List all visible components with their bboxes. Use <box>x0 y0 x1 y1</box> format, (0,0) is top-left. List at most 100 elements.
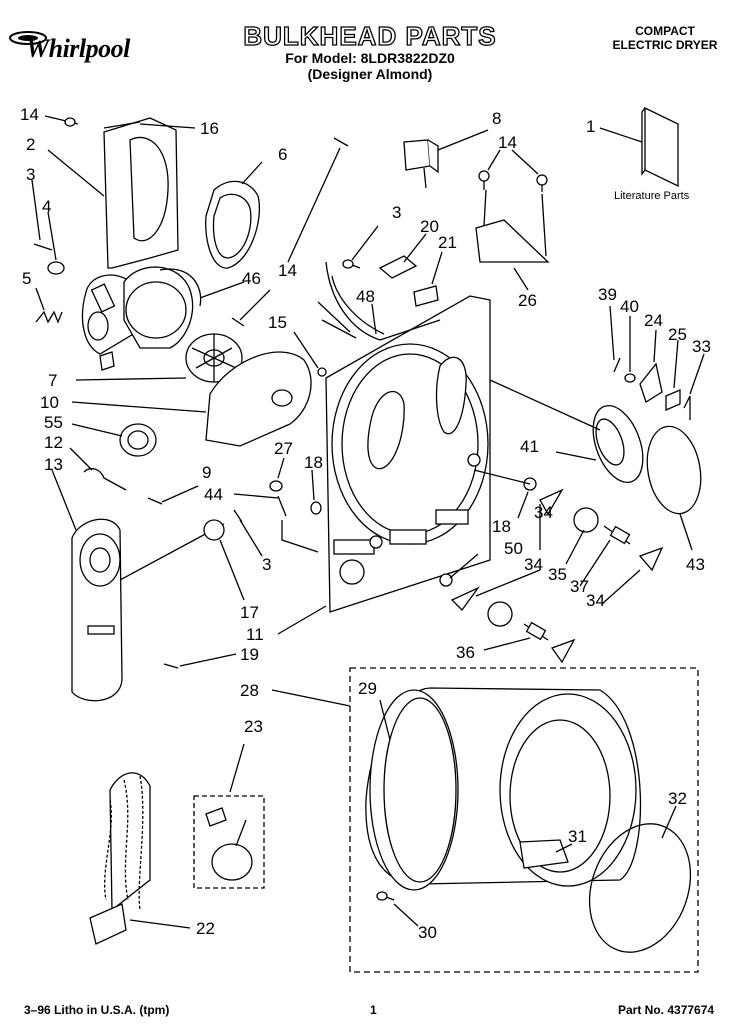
callout-33: 33 <box>692 337 711 356</box>
callout-14-right: 14 <box>498 133 517 152</box>
callout-31: 31 <box>568 827 587 846</box>
latch-25 <box>665 389 681 411</box>
leader-21 <box>431 251 443 285</box>
leader-22 <box>129 919 191 929</box>
callout-22: 22 <box>196 919 215 938</box>
leader-37 <box>579 539 611 587</box>
leader-14b <box>287 147 341 263</box>
leader-3c <box>351 225 379 261</box>
leader-34b <box>601 569 641 605</box>
callout-26: 26 <box>518 291 537 310</box>
bracket-34b <box>638 546 664 572</box>
clamp-23 <box>211 843 253 881</box>
blower-cover-10 <box>205 351 312 447</box>
leader-20 <box>403 233 427 263</box>
product-line-2: ELECTRIC DRYER <box>612 38 718 52</box>
color-line: (Designer Almond) <box>307 66 433 82</box>
callout-34-c: 34 <box>534 503 553 522</box>
product-line-1: COMPACT <box>635 24 695 38</box>
leader-3a <box>31 179 41 241</box>
leader-35 <box>565 529 585 565</box>
thermal-21 <box>413 285 439 307</box>
kit-box-23 <box>193 795 265 889</box>
baffle-31 <box>519 839 569 869</box>
leader-28 <box>271 689 351 707</box>
callout-18-left: 18 <box>304 453 323 472</box>
callout-9: 9 <box>202 463 212 482</box>
leader-15 <box>293 331 319 369</box>
duct-stub <box>99 351 115 371</box>
leader-3b <box>239 519 263 557</box>
callout-43: 43 <box>686 555 705 574</box>
callout-13: 13 <box>44 455 63 474</box>
callout-34-a: 34 <box>524 555 543 574</box>
leader-18b <box>517 491 529 519</box>
roller-36 <box>487 601 513 627</box>
rear-bracket-opening <box>129 136 169 242</box>
nut-27 <box>269 480 283 492</box>
callout-5: 5 <box>22 269 32 288</box>
harness-22 <box>109 772 151 912</box>
callout-29: 29 <box>358 679 377 698</box>
callout-15: 15 <box>268 313 287 332</box>
latch-24 <box>639 362 663 403</box>
roller-35 <box>573 507 599 533</box>
callout-4: 4 <box>42 197 52 216</box>
leader-27 <box>277 457 285 479</box>
whirlpool-logo: Whirlpool <box>8 22 148 72</box>
harness-48 <box>317 261 441 341</box>
callout-46: 46 <box>242 269 261 288</box>
thermostat-8 <box>403 139 431 171</box>
logo-swirl-icon <box>9 31 47 45</box>
fuse-20 <box>378 255 418 279</box>
callout-11: 11 <box>246 625 264 644</box>
spring-5 <box>35 310 63 324</box>
leader-26 <box>513 267 529 291</box>
callout-55: 55 <box>44 413 63 432</box>
leader-4 <box>47 211 57 261</box>
leader-43 <box>679 513 693 551</box>
callout-2: 2 <box>26 135 36 154</box>
callout-50: 50 <box>504 539 523 558</box>
callout-12: 12 <box>44 433 63 452</box>
leader-17 <box>219 539 245 601</box>
leader-6 <box>241 161 263 185</box>
footer-part-number: Part No. 4377674 <box>618 1003 715 1017</box>
leader-23 <box>229 743 245 793</box>
callout-24: 24 <box>644 311 663 330</box>
callout-44: 44 <box>204 485 223 504</box>
callout-3-left: 3 <box>26 165 36 184</box>
diagram-title-block: BULKHEAD PARTS For Model: 8LDR3822DZ0 (D… <box>200 21 540 82</box>
callout-8: 8 <box>492 109 502 128</box>
leader-36 <box>483 637 531 651</box>
leader-10 <box>71 401 207 413</box>
callout-14-center: 14 <box>278 261 297 280</box>
literature-parts-label: Literature Parts <box>614 190 690 202</box>
callout-20: 20 <box>420 217 439 236</box>
wire-12 <box>83 467 127 491</box>
leader-12 <box>69 447 93 471</box>
callout-39: 39 <box>598 285 617 304</box>
axle-37 <box>609 525 631 545</box>
leader-46 <box>199 281 245 299</box>
footer-page-number: 1 <box>370 1003 377 1017</box>
leader-48 <box>371 303 377 335</box>
leader-32 <box>661 805 677 839</box>
leader-7 <box>75 377 187 381</box>
callout-6: 6 <box>278 145 288 164</box>
literature-book-spine <box>641 107 646 176</box>
callout-41: 41 <box>520 437 539 456</box>
callout-36: 36 <box>456 643 475 662</box>
leader-31 <box>555 843 573 853</box>
callout-35: 35 <box>548 565 567 584</box>
bearing-17 <box>203 519 225 541</box>
washer-4 <box>47 261 65 275</box>
callout-3-bottom: 3 <box>262 555 272 574</box>
clamp-46 <box>159 268 202 307</box>
washer-18a <box>310 501 322 515</box>
callout-23: 23 <box>244 717 263 736</box>
callout-19: 19 <box>240 645 259 664</box>
leader-14d <box>511 149 539 175</box>
callout-34-b: 34 <box>586 591 605 610</box>
